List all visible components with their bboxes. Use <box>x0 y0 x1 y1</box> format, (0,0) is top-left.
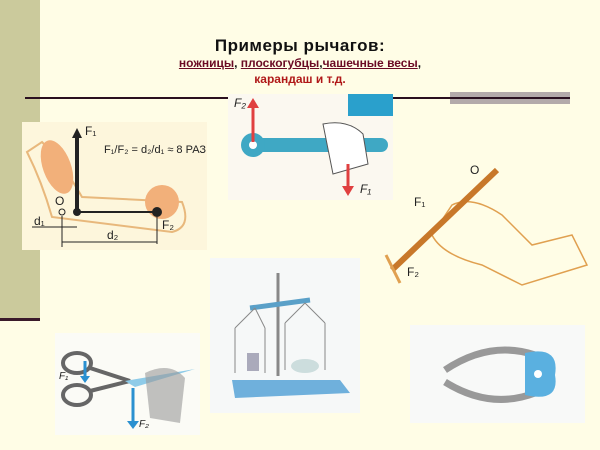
label-f1: F₁ <box>59 371 69 382</box>
slide-subtitle-line1: ножницы, плоскогубцы,чашечные весы, <box>178 56 422 70</box>
link-scissors[interactable]: ножницы <box>178 56 235 70</box>
scissors-illustration <box>61 351 195 429</box>
pencil-illustration <box>384 167 589 286</box>
figure-pliers-lever <box>410 325 585 423</box>
link-balance-scales[interactable]: чашечные весы <box>322 56 418 70</box>
label-f1: F₁ <box>85 124 97 138</box>
label-f2: F₂ <box>234 96 246 110</box>
figure-wrench-lever: F₂ F₁ <box>228 94 393 200</box>
label-f2: F₂ <box>162 218 174 232</box>
figure-forearm-lever: F₁ F₂ O d₁ d₂ F₁/F₂ = d₂/d₁ ≈ 8 РАЗ <box>22 122 207 250</box>
label-d2: d₂ <box>107 228 119 242</box>
label-o: O <box>470 163 480 177</box>
sidebar-divider <box>0 318 40 321</box>
figure-scissors-lever: F₁ F₂ <box>55 333 200 435</box>
figure-balance-scales <box>210 258 360 413</box>
figure-pencil-lever: F₁ F₂ O <box>372 155 592 295</box>
label-d1: d₁ <box>34 214 45 228</box>
slide-title: Примеры рычагов: <box>214 36 386 55</box>
label-o: O <box>55 194 65 208</box>
formula: F₁/F₂ = d₂/d₁ ≈ 8 РАЗ <box>104 144 207 156</box>
label-f1: F₁ <box>414 195 426 209</box>
slide-subtitle-line2: карандаш и т.д. <box>254 72 346 86</box>
pliers-illustration <box>443 346 556 403</box>
label-f2: F₂ <box>139 419 149 430</box>
scales-illustration <box>232 273 350 398</box>
link-pliers[interactable]: плоскогубцы <box>240 56 320 70</box>
forearm-illustration <box>25 128 187 247</box>
label-f2: F₂ <box>407 265 419 279</box>
label-f1: F₁ <box>360 182 372 196</box>
wrench-illustration <box>241 94 393 196</box>
